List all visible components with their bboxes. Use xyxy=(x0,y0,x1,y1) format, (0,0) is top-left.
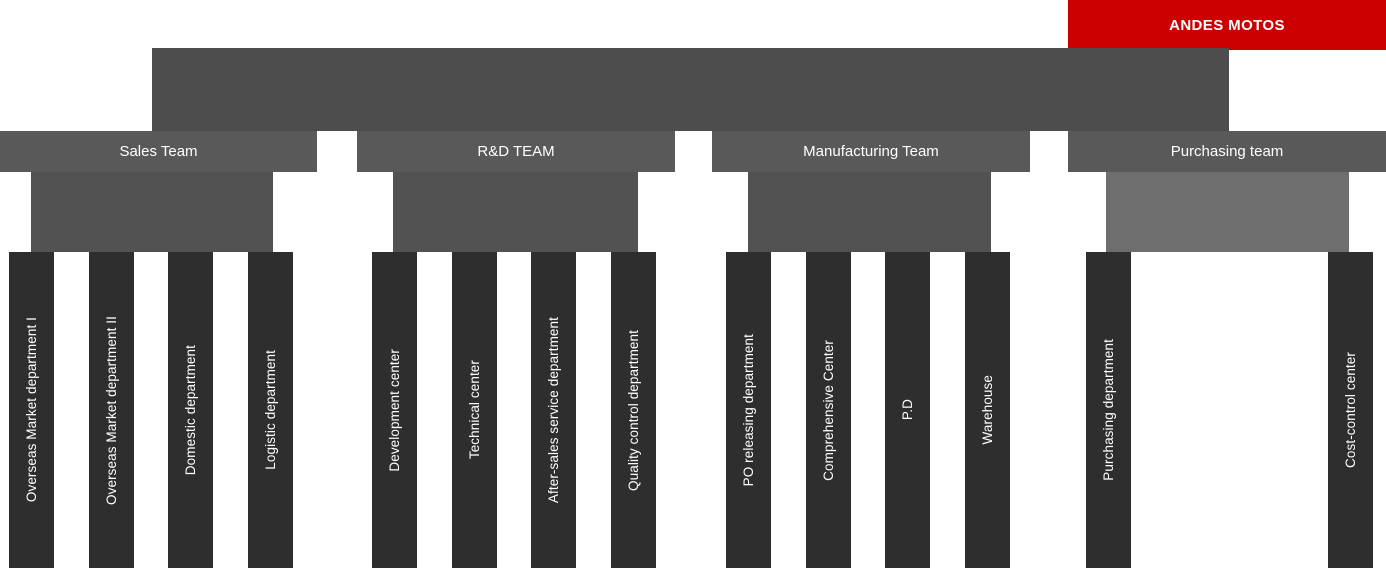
department-column[interactable]: Development center xyxy=(372,252,417,568)
department-label: Comprehensive Center xyxy=(820,339,836,481)
department-label: Purchasing department xyxy=(1100,339,1116,481)
team-connector-manufacturing xyxy=(748,172,991,252)
department-label-wrap: Development center xyxy=(372,252,417,568)
brand-banner: ANDES MOTOS xyxy=(1068,0,1386,50)
team-connector-rd xyxy=(393,172,638,252)
executive-band xyxy=(152,48,1229,131)
department-label-wrap: After-sales service department xyxy=(531,252,576,568)
department-label: PO releasing department xyxy=(740,333,756,487)
department-column[interactable]: Quality control department xyxy=(611,252,656,568)
department-label-wrap: Overseas Market department I xyxy=(9,252,54,568)
department-label-wrap: Overseas Market department II xyxy=(89,252,134,568)
team-bar-sales[interactable]: Sales Team xyxy=(0,131,317,172)
department-column[interactable]: Purchasing department xyxy=(1086,252,1131,568)
department-label-wrap: Comprehensive Center xyxy=(806,252,851,568)
department-label: Domestic department xyxy=(182,344,198,476)
department-label-wrap: Cost-control center xyxy=(1328,252,1373,568)
department-column[interactable]: Cost-control center xyxy=(1328,252,1373,568)
department-label: Overseas Market department I xyxy=(23,317,39,503)
department-column[interactable]: Logistic department xyxy=(248,252,293,568)
department-column[interactable]: Overseas Market department I xyxy=(9,252,54,568)
team-bar-rd[interactable]: R&D TEAM xyxy=(357,131,675,172)
team-bar-manufacturing[interactable]: Manufacturing Team xyxy=(712,131,1030,172)
department-label: Warehouse xyxy=(979,375,995,445)
department-column[interactable]: Warehouse xyxy=(965,252,1010,568)
department-label: Development center xyxy=(386,348,402,472)
team-bar-purchasing[interactable]: Purchasing team xyxy=(1068,131,1386,172)
department-label: Overseas Market department II xyxy=(103,315,119,505)
team-connector-purchasing xyxy=(1106,172,1349,252)
team-label-sales: Sales Team xyxy=(119,143,198,160)
department-label: Technical center xyxy=(466,360,482,460)
department-label-wrap: Purchasing department xyxy=(1086,252,1131,568)
team-connector-sales xyxy=(31,172,273,252)
department-label: After-sales service department xyxy=(545,316,561,504)
department-column[interactable]: P.D xyxy=(885,252,930,568)
department-label-wrap: Logistic department xyxy=(248,252,293,568)
department-label-wrap: PO releasing department xyxy=(726,252,771,568)
department-label-wrap: Quality control department xyxy=(611,252,656,568)
department-column[interactable]: Overseas Market department II xyxy=(89,252,134,568)
department-label-wrap: Technical center xyxy=(452,252,497,568)
department-label: P.D xyxy=(899,399,915,421)
team-label-manufacturing: Manufacturing Team xyxy=(803,143,939,160)
team-label-purchasing: Purchasing team xyxy=(1170,143,1284,160)
department-label: Logistic department xyxy=(262,350,278,470)
department-column[interactable]: Technical center xyxy=(452,252,497,568)
department-label: Cost-control center xyxy=(1342,352,1358,468)
department-column[interactable]: After-sales service department xyxy=(531,252,576,568)
team-label-rd: R&D TEAM xyxy=(477,143,555,160)
department-column[interactable]: Domestic department xyxy=(168,252,213,568)
brand-title: ANDES MOTOS xyxy=(1169,16,1285,34)
department-label: Quality control department xyxy=(625,329,641,491)
department-label-wrap: P.D xyxy=(885,252,930,568)
department-label-wrap: Warehouse xyxy=(965,252,1010,568)
department-column[interactable]: Comprehensive Center xyxy=(806,252,851,568)
department-label-wrap: Domestic department xyxy=(168,252,213,568)
department-column[interactable]: PO releasing department xyxy=(726,252,771,568)
